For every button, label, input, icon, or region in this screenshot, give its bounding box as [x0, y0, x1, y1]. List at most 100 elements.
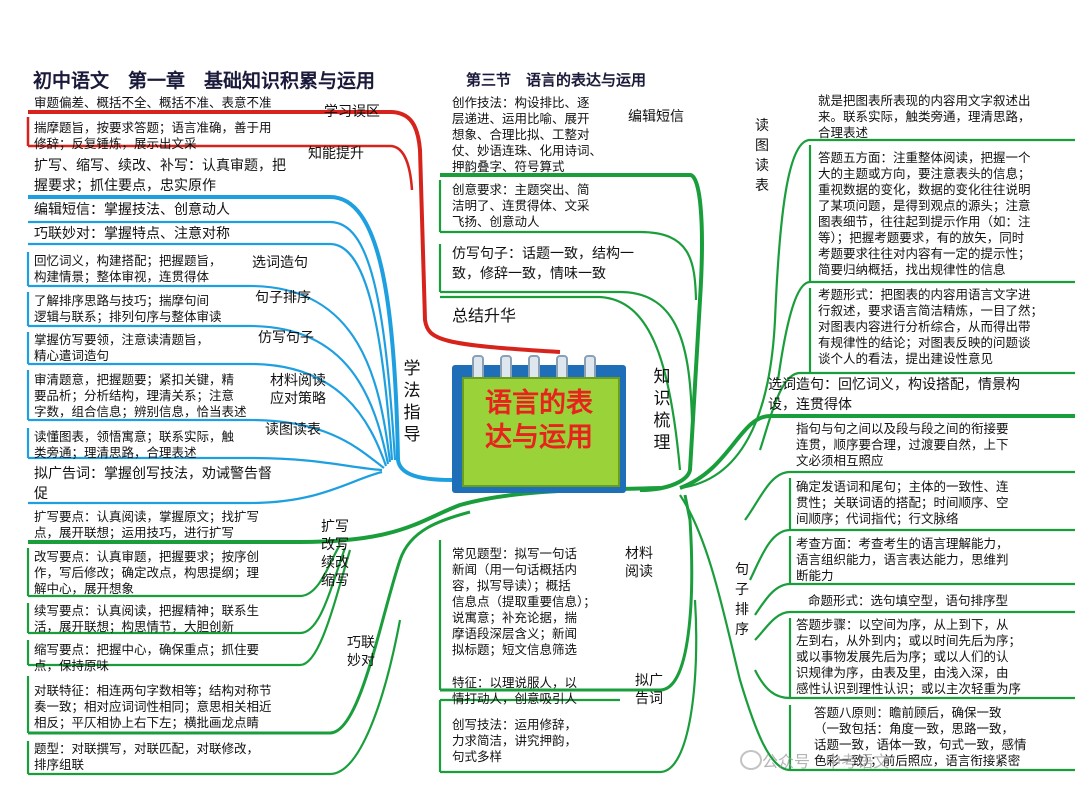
- dt1-text2: 来。联系实际，触类旁通，理清思路，: [818, 109, 1031, 124]
- px3-text1: 考查方面：考查考生的语言理解能力，: [796, 536, 1009, 551]
- px5-text5: 感性认识到理性认识；或以主次轻重为序: [796, 681, 1022, 696]
- changjian-text5: 说寓意；补充论据，揣: [452, 610, 578, 625]
- gaixie-text3: 解中心，展开想象: [34, 581, 135, 596]
- suoxie-text1: 缩写要点：把握中心，确保重点；抓住要: [34, 642, 260, 657]
- chuangzuo-text4: 仗、妙语连珠、化用诗词、: [452, 143, 603, 158]
- cailiao-text1: 审清题意，把握题要；紧扣关键，精: [34, 372, 235, 387]
- center-topic-line2: 达与运用: [485, 422, 593, 453]
- chuangzuo-text2: 层递进、运用比喻、展开: [452, 111, 590, 126]
- section-title: 第三节 语言的表达与运用: [466, 71, 647, 89]
- px2-text1: 确定发语词和尾句；主体的一致性、连: [796, 479, 1009, 494]
- fangxie-text1: 掌握仿写要领，注意读清题旨，: [34, 332, 210, 347]
- px1-text3: 文必须相互照应: [796, 453, 884, 468]
- changjian-text4: 信息点（提取重要信息）；: [452, 594, 596, 609]
- xuanci-text1: 回忆词义，构建搭配；把握题旨，: [34, 253, 222, 268]
- dt2-text7: 考题要求往往对内容有一定的提示性；: [818, 246, 1031, 261]
- dt2-text5: 图表细节，往往起到提示作用（如：注: [818, 214, 1031, 229]
- page-title: 初中语文 第一章 基础知识积累与运用: [33, 70, 376, 92]
- px1-text2: 连贯，顺序要合理，过渡要自然，上下: [796, 437, 1009, 452]
- couplet-text: 巧联妙对：掌握特点、注意对称: [34, 226, 230, 242]
- chuangzuo-text5: 押韵叠字、符号算式: [452, 159, 565, 174]
- label-qiaolian: 巧联妙对: [347, 635, 375, 669]
- dt2-text2: 大的主题或方向，要注意表头的信息；: [818, 166, 1031, 181]
- duilian-text3: 相反；平仄相协上右下左；横批画龙点睛: [34, 715, 260, 730]
- hub-panel: [462, 377, 620, 487]
- short-msg-text: 编辑短信：掌握技法、创意动人: [34, 202, 230, 218]
- label-xuefa-zhidao: 学法指导: [403, 359, 421, 445]
- px6-text2: （一致包括：角度一致，思路一致，: [814, 721, 1015, 736]
- changjian-text6: 摩语段深层含义；新闻: [452, 626, 578, 641]
- dutu-text2: 类旁通；理清思路，合理表述: [34, 445, 197, 460]
- kuoxie-text1: 扩写要点：认真阅读，掌握原文；找扩写: [34, 509, 260, 524]
- center-topic: 语言的表 达与运用: [462, 387, 616, 455]
- chuangxie-text3: 句式多样: [452, 749, 503, 764]
- px6-text3: 话题一致，语体一致，句式一致，感情: [814, 737, 1027, 752]
- label-xuexi-wuqu: 学习误区: [324, 104, 380, 120]
- label-zhishi-shuli: 知识梳理: [653, 367, 671, 453]
- dt2-text6: 等）；把握考题要求，有的放矢，同时: [818, 230, 1025, 245]
- cailiao-text2: 要品析；分析结构，理清关系；注意: [34, 388, 235, 403]
- label-zhineng-tisheng: 知能提升: [308, 146, 364, 162]
- px5-text1: 答题步骤：以空间为序，从上到下，从: [796, 617, 1009, 632]
- chuangxie-text1: 创写技法：运用修辞，: [452, 717, 578, 732]
- tezheng-text2: 情打动人，创意吸引人: [452, 691, 578, 706]
- px6-text4: 色彩一致）；前后照应，语言衔接紧密: [814, 753, 1021, 768]
- center-topic-line1: 语言的表: [485, 388, 593, 419]
- dt3-text3: 对图表内容进行分析综合，从而得出带: [818, 319, 1031, 334]
- paixu-text2: 逻辑与联系；排列句序与整体审读: [34, 309, 222, 324]
- xuxie-text1: 续写要点：认真阅读，把握精神；联系生: [34, 603, 260, 618]
- tixing-text1: 题型：对联撰写，对联匹配，对联修改，: [34, 741, 260, 756]
- tixing-text2: 排序组联: [34, 757, 85, 772]
- wuqu-text: 审题偏差、概括不全、概括不准、表意不准: [34, 95, 272, 110]
- dt2-text3: 重视数据的变化，数据的变化往往说明: [818, 182, 1031, 197]
- tisheng-text1: 揣摩题旨，按要求答题；语言准确，善于用: [34, 120, 272, 135]
- px3-text3: 断能力: [796, 568, 834, 583]
- niguang-text: 拟广告词：掌握创写技法，劝诫警告督促: [34, 466, 272, 502]
- px6-text1: 答题八原则：瞻前顾后，确保一致: [814, 705, 1002, 720]
- label-niguang: 拟广告词: [635, 673, 663, 707]
- px5-text3: 或以事物发展先后为序；或以人们的认: [796, 649, 1009, 664]
- suoxie-text2: 点，保持原味: [34, 658, 110, 673]
- dutu-text1: 读懂图表，领悟寓意；联系实际，触: [34, 429, 235, 444]
- dt3-text1: 考题形式：把图表的内容用语言文字进: [818, 287, 1031, 302]
- tezheng-text1: 特征：以理说服人，以: [452, 675, 578, 690]
- chuangyi-text1: 创意要求：主题突出、简: [452, 182, 590, 197]
- paixu-text1: 了解排序思路与技巧；揣摩句间: [34, 293, 210, 308]
- label-cailiao-2: 应对策略: [270, 391, 326, 407]
- chuangzuo-text3: 想象、合理比拟、工整对: [452, 127, 590, 142]
- cailiao-text3: 字数，组合信息；辨别信息，恰当表述: [34, 404, 247, 419]
- dt2-text4: 了某项问题，是得到观点的源头；注意: [818, 198, 1031, 213]
- tisheng-text2: 修辞；反复锤炼，展示出文采: [34, 136, 197, 151]
- xuanci-text2: 构建情景；整体审视，连贯得体: [34, 269, 210, 284]
- label-dutu: 读图读表: [265, 422, 321, 438]
- label-zongjie: 总结升华: [452, 306, 517, 325]
- chuangyi-text3: 飞扬、创意动人: [452, 214, 540, 229]
- px3-text2: 语言组织能力，语言表达能力，思维判: [796, 552, 1009, 567]
- label-kuoxie-gaixie: 扩写改写续改缩写: [321, 519, 349, 589]
- expand-text: 扩写、缩写、续改、补写：认真审题，把握要求；抓住要点，忠实原作: [34, 158, 286, 194]
- dt3-text2: 行叙述，要求语言简洁精炼，一目了然；: [818, 303, 1044, 318]
- px1-text1: 指句与句之间以及段与段之间的衔接要: [796, 421, 1009, 436]
- label-paixu-right: 句子排序: [735, 562, 749, 638]
- changjian-text2: 新闻（用一句话概括内: [452, 562, 578, 577]
- dt3-text4: 有规律性的结论；对图表反映的问题谈: [818, 335, 1031, 350]
- dt1-text3: 合理表述: [818, 125, 869, 140]
- dt2-text8: 简要归纳概括，找出规律性的信息: [818, 262, 1006, 277]
- label-bianji: 编辑短信: [628, 109, 684, 125]
- changjian-text3: 容，拟写导读）；概括: [452, 578, 571, 593]
- label-xuanci: 选词造句: [252, 255, 308, 271]
- label-dutu-right: 读图读表: [755, 118, 769, 194]
- px5-text4: 识规律为序，由表及里，由浅入深，由: [796, 665, 1009, 680]
- gaixie-text1: 改写要点：认真审题，把握要求；按序创: [34, 549, 260, 564]
- duilian-text2: 奏一致；相对应词词性相同；意思相关相近: [34, 699, 272, 714]
- px5-text2: 左到右，从外到内；或以时间先后为序；: [796, 633, 1022, 648]
- center-calendar-node: 语言的表 达与运用: [452, 355, 626, 493]
- px4-text: 命题形式：选句填空型，语句排序型: [808, 593, 1009, 608]
- chuangxie-text2: 力求简洁，讲究押韵，: [452, 733, 578, 748]
- label-paixu: 句子排序: [255, 290, 311, 306]
- dt3-text5: 谈个人的看法，提出建设性意见: [818, 351, 994, 366]
- xuanci-right-text1: 选词造句：回忆词义，构设搭配，情景构: [768, 377, 1020, 393]
- label-cailiao-yuedu: 材料阅读: [625, 546, 653, 580]
- dt2-text1: 答题五方面：注重整体阅读，把握一个: [818, 150, 1031, 165]
